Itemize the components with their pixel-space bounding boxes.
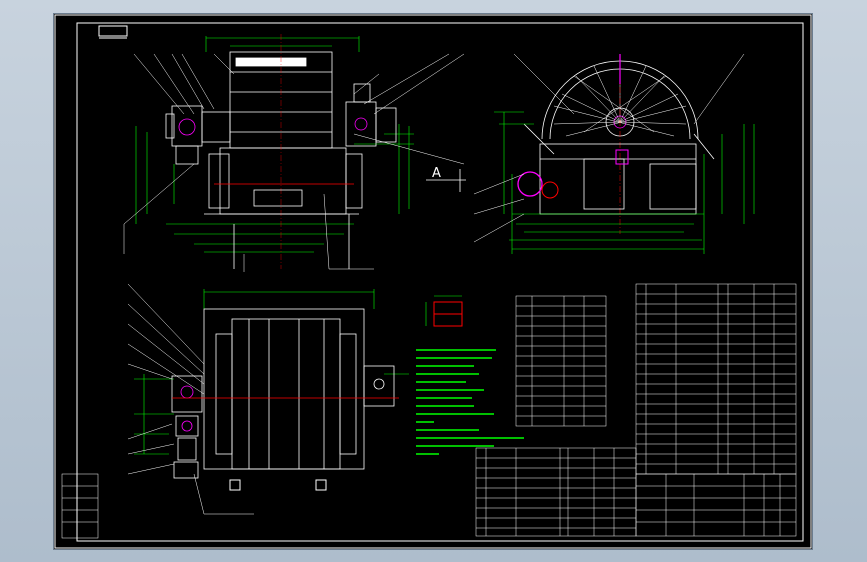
technical-notes-lines (416, 349, 524, 455)
drawing-inner-frame (76, 22, 804, 542)
side-frame (523, 123, 715, 215)
front-view[interactable] (123, 34, 466, 272)
bom-table[interactable] (635, 283, 797, 475)
title-block[interactable] (635, 473, 797, 537)
side-pinion (517, 171, 543, 197)
drawing-outer-frame (54, 14, 812, 549)
revision-table (61, 473, 99, 539)
side-gear (541, 181, 559, 199)
side-leaders (473, 53, 745, 243)
side-view[interactable] (473, 53, 755, 254)
front-view-dimensions (135, 36, 414, 253)
bom-table-lower[interactable] (475, 447, 637, 537)
side-wheel-spokes (553, 62, 687, 137)
plan-view[interactable] (127, 283, 409, 515)
parameter-table[interactable] (515, 295, 607, 427)
plan-drum (203, 308, 365, 470)
drawing-viewport[interactable]: A (54, 14, 812, 549)
plan-gearbox (171, 375, 203, 479)
side-motor-box (615, 149, 629, 165)
plan-dimensions (134, 289, 409, 455)
cad-drawing[interactable] (54, 14, 812, 549)
front-base (204, 189, 359, 269)
front-leaders (123, 53, 465, 272)
side-dimensions (494, 111, 755, 254)
section-view-label: A (432, 166, 441, 181)
plan-leaders (127, 283, 254, 515)
front-gearbox (165, 105, 231, 165)
plan-foot-right (315, 479, 327, 491)
front-motor (345, 83, 397, 147)
view-title-box (98, 25, 128, 37)
detail-and-notes (416, 295, 524, 455)
plan-coupling-right (363, 365, 395, 407)
plan-foot-left (229, 479, 241, 491)
